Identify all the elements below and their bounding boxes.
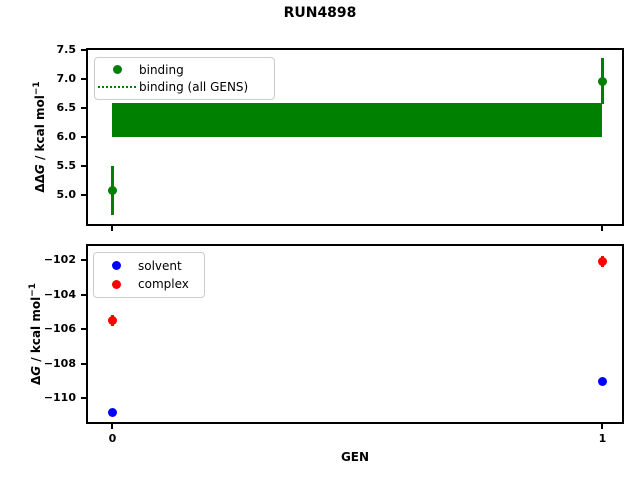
y-tick [81,135,86,138]
y-tick [81,258,86,261]
y-tick-label: −108 [43,356,76,370]
y-tick [81,397,86,400]
x-tick [111,226,114,231]
y-tick-label: −110 [43,391,76,405]
legend-label-solvent: solvent [138,258,182,273]
solvent-dot-icon [111,261,121,271]
y-tick [81,164,86,167]
y-tick [81,362,86,365]
legend-label-complex: complex [138,277,189,292]
y-tick-label: 7.5 [56,43,77,56]
complex-point [597,257,607,267]
x-tick-label: 0 [108,432,117,445]
binding-all-gens--band [112,103,603,138]
y-tick-label: 5.0 [56,187,77,201]
legend-entry-complex: complex [94,277,198,291]
x-tick [601,226,604,231]
bottom-axes [86,244,624,424]
legend-handle [95,86,139,89]
y-tick-label: 6.0 [56,129,77,143]
legend-handle [94,261,138,271]
binding-point [597,76,607,86]
solvent-point [107,407,117,417]
bottom-legend: solvent complex [93,252,205,298]
legend-entry-binding-all-gens: binding (all GENS) [95,80,268,94]
y-tick [81,77,86,80]
legend-label-binding: binding [139,62,184,77]
y-tick-label: −104 [43,287,76,301]
top-axes [86,48,624,226]
binding-point [107,185,117,195]
binding-all-gens-dotted-line-icon [98,86,136,89]
y-tick [81,106,86,109]
legend-entry-solvent: solvent [94,259,198,273]
figure-title: RUN4898 [283,5,357,21]
y-tick-label: 5.5 [56,158,77,172]
x-tick [111,424,114,429]
y-tick-label: 7.0 [56,71,77,85]
y-tick [81,293,86,296]
x-tick-label: 1 [598,432,607,445]
y-tick [81,193,86,196]
y-tick-label: −106 [43,322,76,336]
y-tick-label: −102 [43,252,76,266]
legend-handle [95,65,139,75]
bottom-ylabel-prefix: Δ [29,375,43,386]
complex-point [107,315,117,325]
legend-label-binding-all-gens: binding (all GENS) [139,80,249,95]
top-legend: binding binding (all GENS) [94,57,275,100]
complex-dot-icon [111,279,121,289]
x-axis-label: GEN [340,450,370,464]
y-tick [81,49,86,51]
legend-entry-binding: binding [95,63,268,77]
legend-handle [94,279,138,289]
y-tick [81,328,86,331]
x-tick [601,424,604,429]
solvent-point [597,377,607,387]
y-tick-label: 6.5 [56,100,77,114]
binding-dot-icon [112,65,122,75]
